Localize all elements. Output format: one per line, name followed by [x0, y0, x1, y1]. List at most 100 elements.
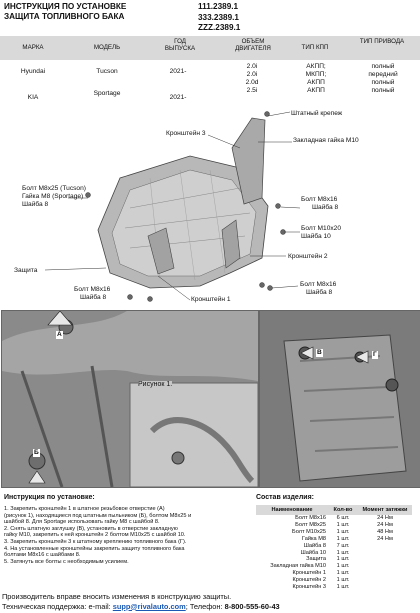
callout-guard: Защита: [14, 267, 38, 274]
bracket-1: [147, 227, 175, 275]
callout-std-mount: Штатный крепеж: [291, 110, 343, 117]
callout-nut-m10: Закладная гайка М10: [293, 137, 359, 144]
spec-engine: 2.5i: [246, 87, 258, 94]
instruction-line: 4. На установленные кронштейны закрепить…: [4, 545, 185, 552]
email-label: e-mail:: [88, 601, 111, 611]
parts-header-qty: Кол-во: [328, 505, 358, 515]
spec-header-year: ГОД ВЫПУСКА: [164, 38, 196, 52]
figure-1-label: Рисунок 1.: [138, 381, 173, 389]
part-qty: 7 шт.: [336, 542, 350, 549]
spec-drive: полный передний полный: [368, 63, 398, 86]
installation-photo-right: В Г: [259, 310, 420, 488]
instruction-line: 5. Затянуть все болты с необходимым усил…: [4, 558, 129, 565]
instructions-title: Инструкция по установке:: [4, 494, 95, 501]
support-phone: 8-800-555-60-43: [224, 601, 280, 611]
parts-header-row: Наименование Кол-во Момент затяжки: [256, 505, 412, 515]
part-qty: 1 шт.: [336, 528, 350, 535]
footer: Производитель вправе вносить изменения в…: [2, 592, 280, 611]
instruction-line: 1. Закрепить кронштейн 1 в штатное резьб…: [4, 506, 165, 512]
part-torque: 48 Нм: [377, 528, 393, 535]
part-torque: [358, 584, 412, 591]
part-name: Болт М8х16: [295, 515, 326, 521]
part-name: Кронштейн 3: [292, 584, 326, 591]
part-qty: 1 шт.: [336, 521, 350, 528]
part-code: 111.2389.1: [198, 2, 239, 11]
part-codes: 111.2389.1 333.2389.1 ZZZ.2389.1: [198, 2, 240, 34]
part-torque: [358, 577, 412, 584]
callout-bracket-3: Кронштейн 3: [166, 130, 206, 137]
part-code: ZZZ.2389.1: [198, 23, 241, 32]
spec-drive: полный: [371, 87, 395, 94]
part-name: Болт М8х25: [295, 521, 326, 528]
spec-header-engine: ОБЪЕМ ДВИГАТЕЛЯ: [235, 38, 271, 52]
support-email-link[interactable]: supp@rivalauto.com: [112, 601, 186, 611]
parts-row: Шайба 8 7 шт.: [256, 543, 412, 550]
footer-support: Техническая поддержка: e-mail: supp@riva…: [2, 601, 280, 611]
part-name: Шайба 8: [303, 542, 326, 549]
parts-header-torque: Момент затяжки: [358, 505, 412, 515]
callout-bracket-2: Кронштейн 2: [288, 253, 328, 260]
bracket-2: [221, 219, 241, 269]
parts-row: Гайка М8 1 шт. 24 Нм: [256, 536, 412, 543]
part-torque: [358, 570, 412, 577]
part-torque: 24 Нм: [377, 521, 393, 528]
footer-note: Производитель вправе вносить изменения в…: [2, 592, 232, 601]
spec-gearbox: АКПП; МКПП; АКПП: [305, 63, 327, 86]
bracket-3: [231, 117, 266, 205]
document-title: ИНСТРУКЦИЯ ПО УСТАНОВКЕ ЗАЩИТА ТОПЛИВНОГ…: [4, 2, 126, 22]
spec-year: 2021-: [169, 94, 187, 101]
phone-label: Телефон:: [189, 601, 223, 611]
installation-photo-left: Рисунок 1. А Б: [1, 310, 259, 488]
instructions-steps: 1. Закрепить кронштейн 1 в штатное резьб…: [4, 506, 248, 565]
part-qty: 1 шт.: [336, 563, 350, 570]
part-code: 333.2389.1: [198, 12, 239, 22]
spec-header-model: МОДЕЛЬ: [93, 44, 121, 51]
photo-label-v: В: [316, 349, 323, 357]
spec-model: Tucson: [96, 68, 118, 75]
callout-nut-m8: Гайка М8 (Sportage): [22, 193, 84, 200]
part-torque: [358, 563, 412, 570]
part-name: Кронштейн 1: [292, 570, 326, 577]
callout-washer-8: Шайба 8: [80, 294, 107, 301]
part-qty: 1 шт.: [336, 556, 350, 563]
spec-header-brand: МАРКА: [22, 44, 44, 51]
part-qty: 1 шт.: [336, 577, 350, 584]
installation-instructions: Инструкция по установке: 1. Закрепить кр…: [0, 488, 250, 592]
callout-washer-8: Шайба 8: [312, 204, 339, 211]
part-torque: [358, 543, 412, 550]
callout-bolt-m8x16: Болт М8х16: [300, 281, 337, 288]
spec-brand: KIA: [27, 94, 39, 101]
parts-title: Состав изделия:: [256, 494, 314, 501]
exploded-diagram: [44, 111, 301, 302]
part-qty: 1 шт.: [336, 570, 350, 577]
parts-list: Состав изделия: Наименование Кол-во Моме…: [252, 488, 420, 592]
part-name: Защита: [306, 556, 326, 563]
parts-header-name: Наименование: [256, 505, 328, 515]
spec-year: 2021-: [169, 68, 187, 75]
parts-row: Закладная гайка М10 1 шт.: [256, 563, 412, 570]
part-name: Кронштейн 2: [292, 577, 326, 584]
instruction-line: гайку М10, закрепить к ней кронштейн 2 б…: [4, 532, 186, 539]
part-name: Закладная гайка М10: [270, 563, 326, 570]
callout-bolt-m8x16: Болт М8х16: [301, 196, 338, 203]
spec-gearbox: АКПП: [307, 87, 325, 94]
parts-table: Наименование Кол-во Момент затяжки Болт …: [256, 505, 412, 591]
part-qty: 6 шт.: [336, 515, 350, 521]
parts-row: Кронштейн 1 1 шт.: [256, 570, 412, 577]
parts-row: Болт М8х16 6 шт. 24 Нм: [256, 515, 412, 522]
parts-row: Болт М8х25 1 шт. 24 Нм: [256, 522, 412, 529]
part-torque: 24 Нм: [377, 535, 393, 542]
parts-row: Защита 1 шт.: [256, 556, 412, 563]
callout-washer-8: Шайба 8: [306, 289, 333, 296]
callout-bolt-m10x20: Болт М10х20: [301, 225, 342, 232]
spec-brand: Hyundai: [20, 68, 46, 75]
instruction-line: болтами М8х16 с шайбами 8.: [4, 552, 81, 559]
callout-bracket-1: Кронштейн 1: [191, 296, 231, 303]
part-qty: 1 шт.: [336, 584, 350, 591]
part-name: Гайка М8: [302, 535, 326, 542]
spec-engine: 2.0i 2.0i 2.0d: [245, 63, 259, 86]
part-torque: 24 Нм: [377, 515, 393, 521]
part-qty: 1 шт.: [336, 535, 350, 542]
photo-label-a: А: [56, 331, 63, 339]
